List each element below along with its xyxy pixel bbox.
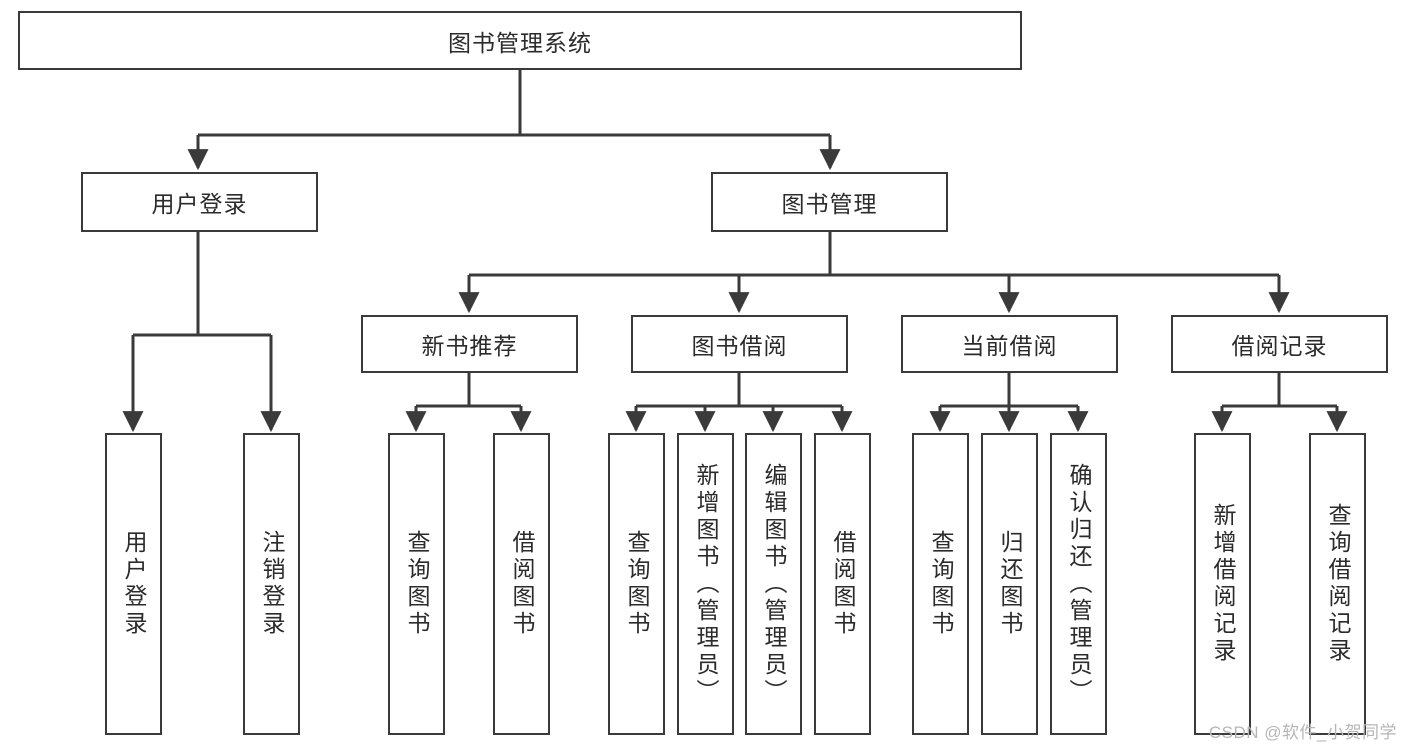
watermark: CSDN @软件_小贺同学 <box>1208 723 1397 742</box>
leaf-label: 借阅图书 <box>509 530 535 638</box>
leaf-label: 归还图书 <box>997 530 1023 638</box>
leaf-current-0[interactable]: 查询图书 <box>912 433 969 735</box>
leaf-user-login-1[interactable]: 注销登录 <box>243 433 300 735</box>
leaf-borrow-0[interactable]: 查询图书 <box>608 433 665 735</box>
node-current-borrow-label: 当前借阅 <box>961 333 1058 359</box>
node-book-management[interactable]: 图书管理 <box>711 172 948 232</box>
leaf-current-1[interactable]: 归还图书 <box>981 433 1038 735</box>
leaf-label: 编辑图书（管理员） <box>761 462 787 706</box>
node-book-borrow[interactable]: 图书借阅 <box>631 315 848 373</box>
node-book-management-label: 图书管理 <box>781 191 878 217</box>
leaf-label: 查询图书 <box>404 530 430 638</box>
node-book-borrow-label: 图书借阅 <box>691 333 788 359</box>
node-root-label: 图书管理系统 <box>448 29 592 56</box>
leaf-current-2[interactable]: 确认归还（管理员） <box>1050 433 1107 735</box>
leaf-user-login-0[interactable]: 用户登录 <box>105 433 162 735</box>
leaf-borrow-2[interactable]: 编辑图书（管理员） <box>745 433 802 735</box>
node-new-book-recommend-label: 新书推荐 <box>421 333 518 359</box>
leaf-records-0[interactable]: 新增借阅记录 <box>1194 433 1251 735</box>
leaf-label: 查询图书 <box>624 530 650 638</box>
node-new-book-recommend[interactable]: 新书推荐 <box>361 315 578 373</box>
leaf-borrow-3[interactable]: 借阅图书 <box>814 433 871 735</box>
leaf-new-book-1[interactable]: 借阅图书 <box>493 433 550 735</box>
node-root[interactable]: 图书管理系统 <box>18 11 1022 70</box>
node-borrow-records-label: 借阅记录 <box>1231 333 1328 359</box>
leaf-label: 借阅图书 <box>830 530 856 638</box>
leaf-label: 新增图书（管理员） <box>693 462 719 706</box>
node-current-borrow[interactable]: 当前借阅 <box>901 315 1118 373</box>
leaf-label: 新增借阅记录 <box>1210 503 1236 665</box>
node-user-login-label: 用户登录 <box>151 191 248 217</box>
leaf-borrow-1[interactable]: 新增图书（管理员） <box>677 433 734 735</box>
leaf-records-1[interactable]: 查询借阅记录 <box>1309 433 1366 735</box>
leaf-label: 查询图书 <box>928 530 954 638</box>
leaf-label: 查询借阅记录 <box>1325 503 1351 665</box>
leaf-label: 注销登录 <box>259 530 285 638</box>
node-borrow-records[interactable]: 借阅记录 <box>1171 315 1388 373</box>
leaf-label: 用户登录 <box>121 530 147 638</box>
leaf-new-book-0[interactable]: 查询图书 <box>388 433 445 735</box>
leaf-label: 确认归还（管理员） <box>1066 462 1092 706</box>
node-user-login[interactable]: 用户登录 <box>81 172 318 232</box>
